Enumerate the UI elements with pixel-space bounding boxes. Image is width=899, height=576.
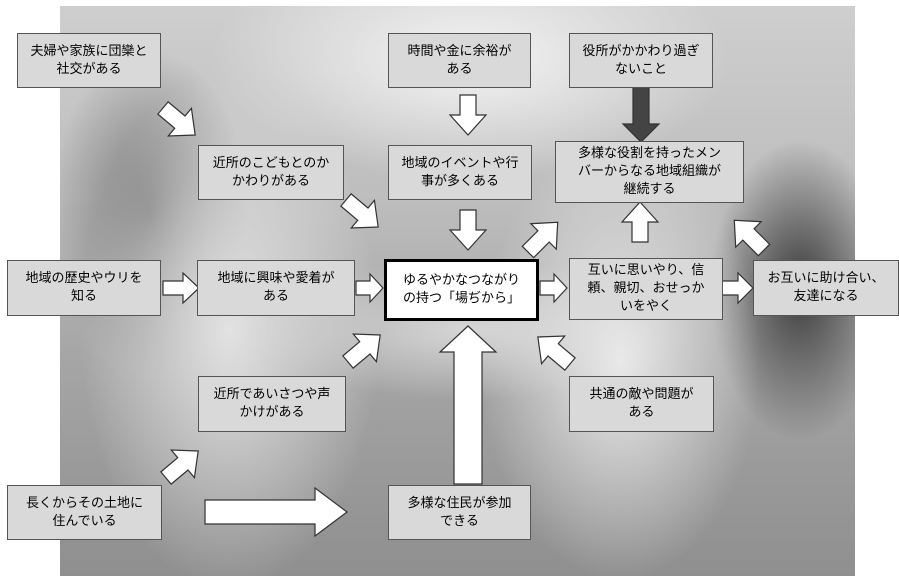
factor-local-attachment: 地域に興味や愛着が ある — [197, 260, 355, 316]
factor-common-problem: 共通の敵や問題が ある — [569, 376, 714, 432]
factor-children-contact: 近所のこどもとのか かわりがある — [198, 145, 344, 200]
factor-neighborhood-greeting: 近所であいさつや声 かけがある — [198, 376, 346, 432]
factor-family-sociability: 夫婦や家族に団欒と 社交がある — [17, 33, 161, 88]
arrow-center-to-mutual — [539, 272, 568, 304]
arrow-enemy-to-center — [537, 335, 576, 371]
factor-long-residence: 長くからその土地に 住んでいる — [7, 485, 162, 540]
arrow-residence-to-greeting — [160, 449, 199, 485]
factor-local-events: 地域のイベントや行 事が多くある — [388, 145, 532, 200]
arrow-family-to-interest — [157, 101, 196, 137]
factor-government-restraint: 役所がかかわり過ぎ ないこと — [569, 33, 713, 88]
factor-diverse-participation: 多様な住民が参加 できる — [388, 485, 531, 540]
arrow-mutual-to-help — [721, 271, 754, 305]
arrow-interest-to-center — [355, 272, 384, 304]
outcome-community-organization: 多様な役割を持ったメン バーからなる地域組織が 継続する — [555, 141, 744, 203]
arrow-residents-to-center — [438, 325, 498, 485]
arrow-events-to-center — [448, 209, 488, 251]
arrow-residence-to-residents — [204, 486, 348, 538]
factor-local-history: 地域の歴史やウリを 知る — [7, 260, 161, 316]
arrow-center-to-organization — [521, 221, 559, 259]
arrow-history-to-interest — [162, 271, 200, 305]
outcome-mutual-help: お互いに助け合い、 友達になる — [753, 260, 899, 316]
core-place-power: ゆるやかなつながり の持つ「場ぢから」 — [384, 259, 539, 321]
arrow-mutual-to-organization — [620, 201, 660, 243]
outcome-mutual-care: 互いに思いやり、信 頼、親切、おせっか いをやく — [569, 258, 723, 320]
arrow-children-to-center — [340, 193, 379, 229]
factor-time-money: 時間や金に余裕が ある — [388, 33, 531, 88]
arrow-time-to-events — [448, 94, 488, 136]
arrow-greeting-to-center — [342, 333, 381, 369]
arrow-help-to-organization — [733, 219, 771, 257]
